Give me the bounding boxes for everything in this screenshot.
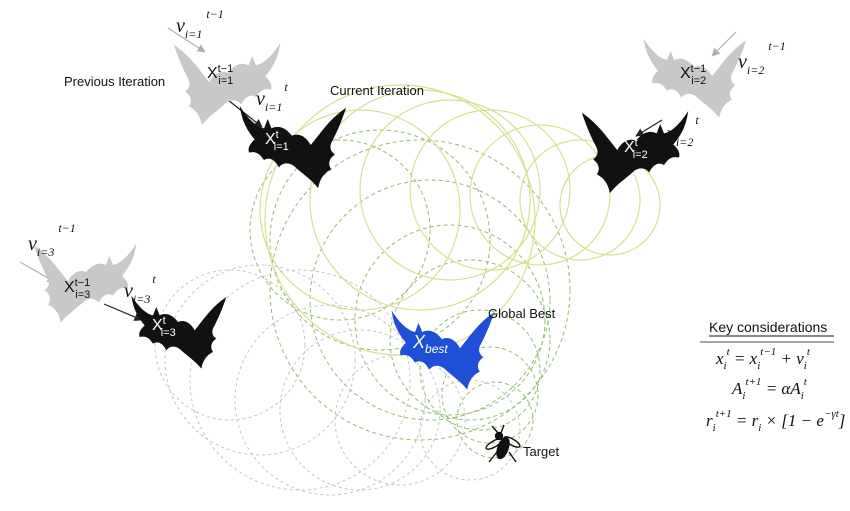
global-best-label: Global Best — [488, 306, 556, 321]
svg-text:vi=3t: vi=3t — [124, 272, 156, 306]
velocity-label-v3-cur: vi=3t — [124, 272, 156, 306]
velocity-label-v1-cur: vi=1t — [256, 80, 288, 114]
key-considerations: Key considerations xit = xit−1 + vit Ait… — [700, 319, 845, 434]
current-iteration-label: Current Iteration — [330, 83, 424, 98]
svg-text:vi=1t−1: vi=1t−1 — [176, 7, 224, 41]
svg-text:vi=2t−1: vi=2t−1 — [738, 39, 786, 77]
pulse-rings-green — [249, 129, 571, 459]
svg-text:Xt−1i=2: Xt−1i=2 — [680, 63, 706, 87]
key-considerations-heading: Key considerations — [709, 319, 827, 335]
svg-text:Xti=1: Xti=1 — [265, 129, 289, 153]
previous-iteration-label: Previous Iteration — [64, 74, 165, 89]
bat-position-label-best: Xbest — [412, 332, 448, 356]
bat-icon — [131, 105, 689, 369]
velocity-label-v3-prev: vi=3t−1 — [28, 221, 76, 259]
insect-icon — [485, 424, 521, 463]
svg-text:Xt−1i=3: Xt−1i=3 — [64, 277, 90, 301]
pulse-rings-yellow — [259, 84, 661, 356]
velocity-label-v1-prev: vi=1t−1 — [176, 7, 224, 41]
target-label: Target — [523, 444, 560, 459]
svg-text:vi=3t−1: vi=3t−1 — [28, 221, 76, 259]
pulse-rings-gray — [154, 264, 521, 496]
svg-text:Xbest: Xbest — [412, 332, 448, 356]
velocity-arrows — [19, 27, 737, 321]
svg-text:Xti=3: Xti=3 — [152, 315, 176, 339]
equation-position-update: xit = xit−1 + vit — [715, 346, 811, 372]
velocity-label-v2-cur: vi=2t — [667, 113, 699, 149]
equation-pulse-rate-update: rit+1 = ri × [1 − e−γt] — [706, 408, 845, 434]
svg-text:Xt−1i=1: Xt−1i=1 — [207, 63, 233, 87]
equation-loudness-update: Ait+1 = αAit — [731, 376, 808, 402]
svg-text:Xti=2: Xti=2 — [624, 137, 648, 161]
svg-text:vi=1t: vi=1t — [256, 80, 288, 114]
velocity-label-v2-prev: vi=2t−1 — [738, 39, 786, 77]
svg-text:vi=2t: vi=2t — [667, 113, 699, 149]
